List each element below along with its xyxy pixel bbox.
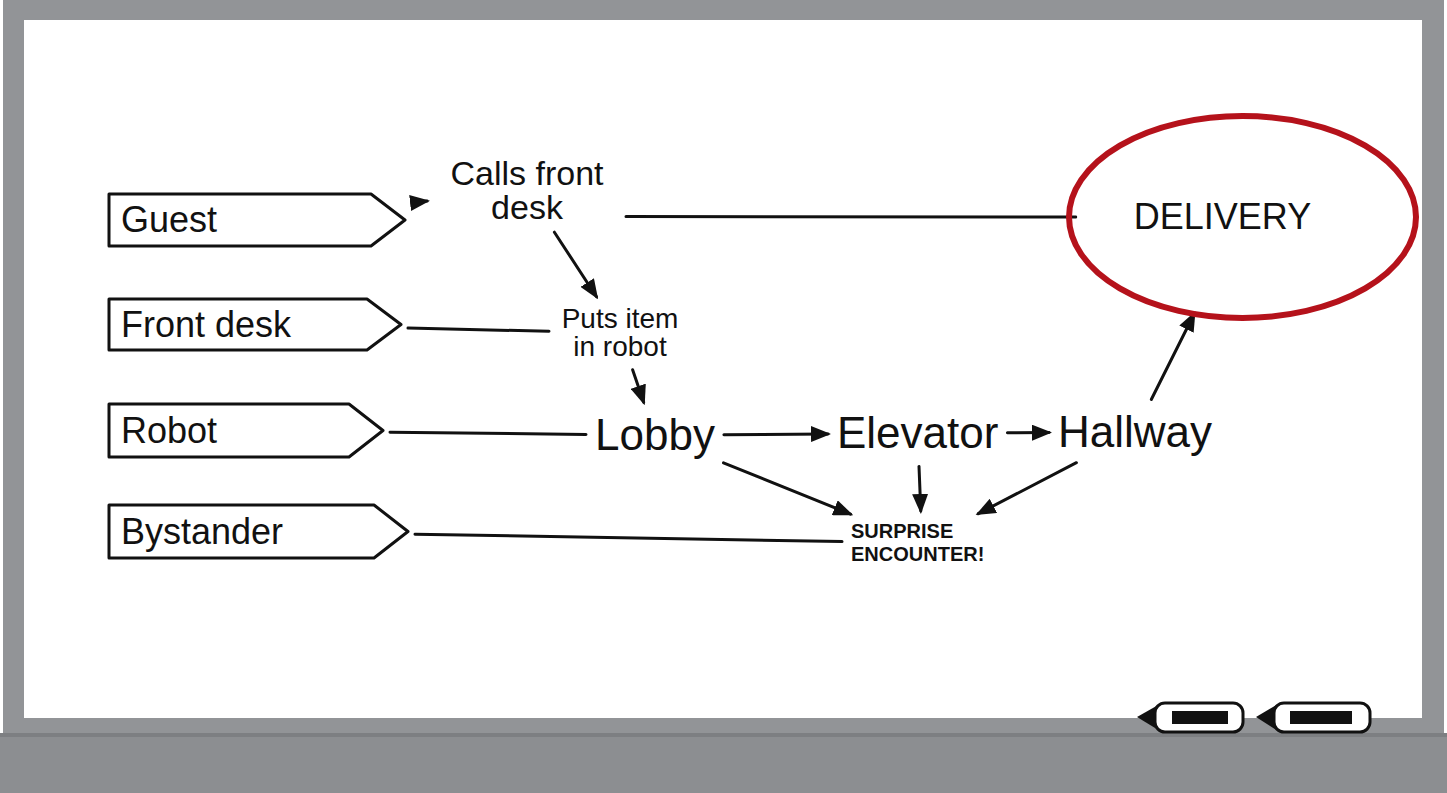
flow-connector: [554, 232, 596, 297]
flow-connector: [919, 466, 921, 511]
flow-connector: [390, 432, 586, 434]
lane-tag: Guest: [107, 192, 407, 248]
node-label: DELIVERY: [1134, 196, 1311, 238]
marker-pen: [1256, 703, 1370, 732]
step-text: Elevator: [833, 405, 1002, 461]
flow-connector: [408, 328, 549, 331]
marker-pen: [1137, 703, 1243, 732]
flow-connector: [1151, 314, 1194, 400]
board-surface: [24, 20, 1422, 718]
lane-label: Front desk: [121, 304, 291, 346]
flow-connector: [724, 432, 828, 436]
lane-tag: Robot: [107, 402, 385, 459]
step-text: Lobby: [591, 407, 719, 463]
board-frame: [3, 0, 1444, 736]
flow-connector: [633, 370, 644, 403]
circled-goal: DELIVERY: [1065, 112, 1420, 322]
flow-connector: [412, 201, 427, 203]
node-label: Lobby: [595, 411, 715, 459]
flow-connector: [626, 215, 1076, 218]
node-label: Hallway: [1058, 408, 1212, 456]
lane-label: Bystander: [121, 511, 283, 553]
lane-tag: Front desk: [107, 297, 403, 352]
step-text: Hallway: [1054, 404, 1216, 460]
flow-connector: [1007, 431, 1049, 434]
lane-tag: Bystander: [107, 503, 410, 560]
lane-label: Guest: [121, 199, 217, 241]
event-text: SURPRISE ENCOUNTER!: [847, 516, 997, 570]
node-label: Calls front desk: [436, 156, 618, 224]
node-label: Elevator: [837, 409, 998, 457]
ledge-edge: [0, 733, 1447, 737]
step-text: Calls front desk: [432, 152, 622, 228]
node-label: Puts item in robot: [558, 305, 682, 361]
step-text: Puts item in robot: [554, 301, 686, 365]
flow-connector: [724, 463, 851, 514]
node-label: SURPRISE ENCOUNTER!: [851, 520, 993, 566]
flow-connector: [415, 534, 842, 541]
marker-ledge: [0, 733, 1447, 793]
flow-connector: [978, 463, 1076, 514]
lane-label: Robot: [121, 410, 217, 452]
